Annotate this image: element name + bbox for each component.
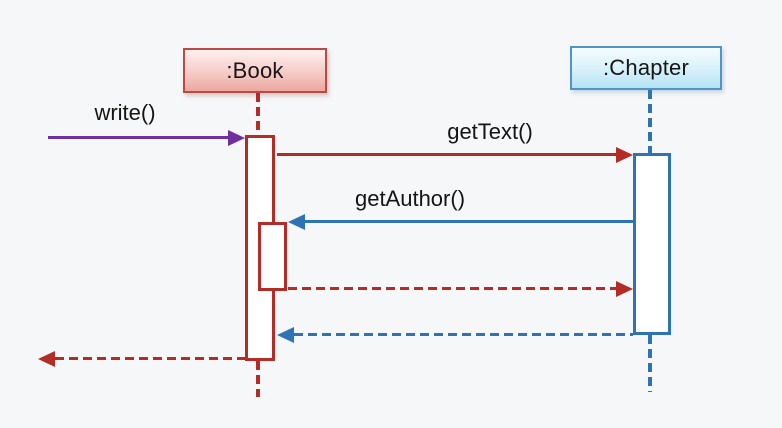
message-line-getauthor: [305, 220, 633, 223]
lifeline-dash-book-bottom: [256, 361, 260, 397]
lifeline-dash-chapter-bottom: [648, 335, 652, 392]
arrowhead-left-icon: [38, 351, 55, 367]
return-line-book-to-external: [55, 357, 245, 360]
lifeline-dash-book-top: [256, 93, 260, 135]
activation-bar-book-nested: [258, 222, 287, 291]
arrowhead-right-icon: [616, 281, 633, 297]
message-label-getauthor: getAuthor(): [354, 186, 466, 211]
lifeline-head-chapter: :Chapter: [570, 46, 722, 90]
message-label-write: write(): [94, 100, 156, 125]
arrowhead-left-icon: [288, 214, 305, 230]
lifeline-label-chapter: :Chapter: [603, 55, 689, 80]
arrowhead-right-icon: [616, 147, 633, 163]
return-line-book-to-chapter: [288, 287, 617, 290]
arrowhead-left-icon: [277, 327, 294, 343]
message-line-write: [48, 136, 231, 139]
activation-bar-chapter: [633, 153, 671, 335]
message-line-gettext: [277, 153, 617, 156]
return-line-chapter-to-book: [294, 333, 633, 336]
lifeline-dash-chapter-top: [648, 90, 652, 153]
arrowhead-right-icon: [228, 130, 245, 146]
lifeline-head-book: :Book: [183, 48, 327, 93]
message-label-gettext: getText(): [447, 119, 533, 144]
lifeline-label-book: :Book: [226, 57, 284, 83]
